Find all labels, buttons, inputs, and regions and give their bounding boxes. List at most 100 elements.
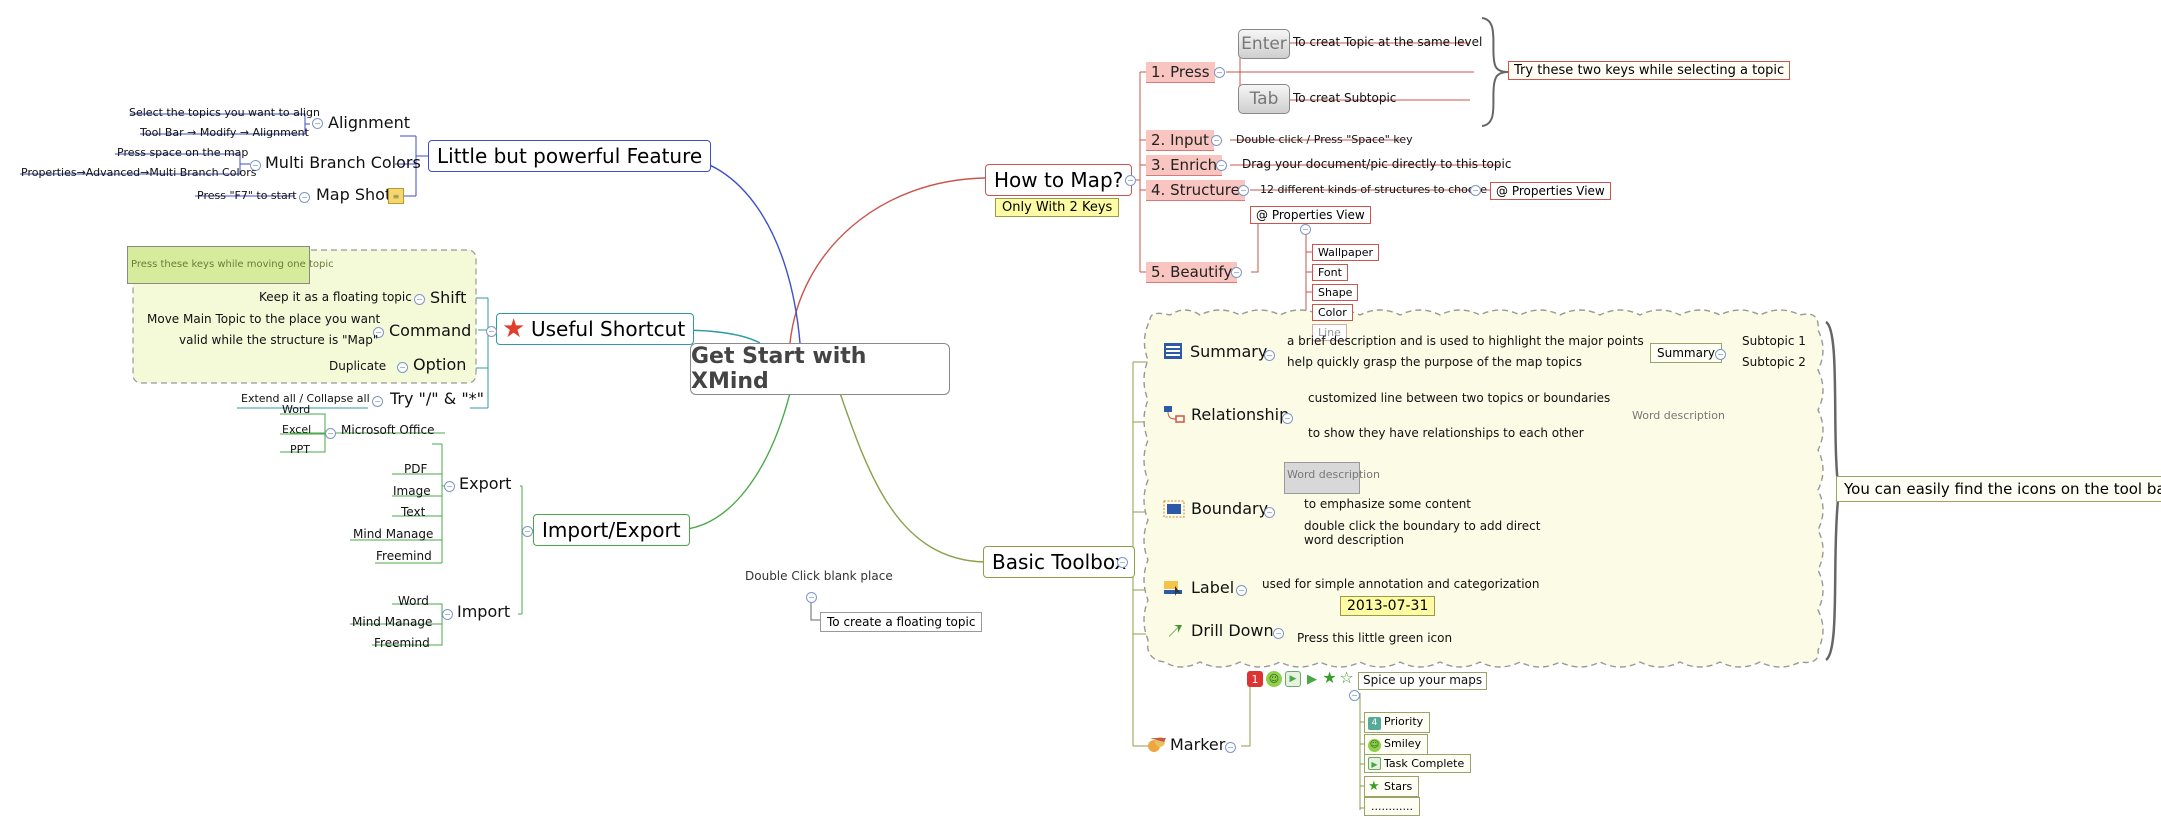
collapse-toggle[interactable]: − bbox=[444, 481, 455, 492]
collapse-toggle[interactable]: − bbox=[486, 326, 497, 337]
beautify-properties-view[interactable]: @ Properties View bbox=[1250, 206, 1371, 224]
topic-import[interactable]: Import bbox=[457, 602, 511, 621]
collapse-toggle[interactable]: − bbox=[1300, 224, 1311, 235]
collapse-toggle[interactable]: − bbox=[1231, 267, 1242, 278]
topic-import-export[interactable]: Import/Export bbox=[533, 514, 690, 546]
topic-boundary[interactable]: Boundary bbox=[1191, 499, 1269, 518]
topic-basic-toolbox[interactable]: Basic Toolbox bbox=[983, 546, 1136, 578]
topic-beautify[interactable]: 5. Beautify bbox=[1146, 262, 1238, 283]
label-icon bbox=[1163, 578, 1185, 598]
drill-down-icon bbox=[1166, 622, 1184, 640]
import-freemind[interactable]: Freemind bbox=[374, 636, 430, 650]
collapse-toggle[interactable]: − bbox=[1225, 742, 1236, 753]
export-ppt[interactable]: PPT bbox=[290, 443, 310, 456]
shift-description: Keep it as a floating topic bbox=[259, 290, 412, 304]
collapse-toggle[interactable]: − bbox=[1715, 349, 1726, 360]
beautify-shape[interactable]: Shape bbox=[1312, 284, 1359, 301]
note-try-keys[interactable]: Try these two keys while selecting a top… bbox=[1508, 61, 1791, 80]
collapse-toggle[interactable]: − bbox=[1264, 350, 1275, 361]
export-freemind[interactable]: Freemind bbox=[376, 549, 432, 563]
topic-summary[interactable]: Summary bbox=[1190, 342, 1268, 361]
topic-command[interactable]: Command bbox=[389, 321, 472, 340]
topic-drill-down[interactable]: Drill Down bbox=[1191, 621, 1274, 640]
structure-properties-view[interactable]: @ Properties View bbox=[1490, 182, 1611, 200]
collapse-toggle[interactable]: − bbox=[299, 192, 310, 203]
collapse-toggle[interactable]: − bbox=[1238, 185, 1249, 196]
collapse-toggle[interactable]: − bbox=[1236, 585, 1247, 596]
topic-map-shot[interactable]: Map Shot bbox=[316, 185, 392, 204]
import-word[interactable]: Word bbox=[398, 594, 429, 608]
topic-microsoft-office[interactable]: Microsoft Office bbox=[341, 423, 435, 437]
export-text[interactable]: Text bbox=[401, 505, 426, 519]
topic-little-feature[interactable]: Little but powerful Feature bbox=[428, 140, 712, 172]
beautify-font[interactable]: Font bbox=[1312, 264, 1348, 281]
collapse-toggle[interactable]: − bbox=[1216, 160, 1227, 171]
beautify-color[interactable]: Color bbox=[1312, 304, 1353, 321]
collapse-toggle[interactable]: − bbox=[414, 294, 425, 305]
collapse-toggle[interactable]: − bbox=[806, 592, 817, 603]
collapse-toggle[interactable]: − bbox=[1211, 135, 1222, 146]
topic-try-keys[interactable]: Try "/" & "*" bbox=[390, 389, 485, 408]
alignment-item-2: Tool Bar → Modify → Alignment bbox=[140, 126, 309, 139]
collapse-toggle[interactable]: − bbox=[1264, 507, 1275, 518]
subtopic-1[interactable]: Subtopic 1 bbox=[1742, 334, 1806, 348]
collapse-toggle[interactable]: − bbox=[1214, 67, 1225, 78]
multi-branch-item-1: Press space on the map bbox=[117, 146, 249, 159]
collapse-toggle[interactable]: − bbox=[1273, 628, 1284, 639]
export-excel[interactable]: Excel bbox=[282, 423, 312, 436]
central-topic[interactable]: Get Start with XMind bbox=[690, 343, 950, 395]
task-complete-icon: ▶ bbox=[1368, 757, 1381, 770]
import-mind-manage[interactable]: Mind Manage bbox=[352, 615, 433, 629]
collapse-toggle[interactable]: − bbox=[397, 362, 408, 373]
marker-more[interactable]: ............ bbox=[1364, 797, 1420, 816]
marker-task-complete[interactable]: ▶Task Complete bbox=[1364, 754, 1472, 773]
collapse-toggle[interactable]: − bbox=[522, 526, 533, 537]
topic-option[interactable]: Option bbox=[413, 355, 467, 374]
topic-input[interactable]: 2. Input bbox=[1146, 130, 1214, 151]
date-label[interactable]: 2013-07-31 bbox=[1340, 596, 1436, 616]
topic-shift[interactable]: Shift bbox=[430, 288, 467, 307]
topic-marker[interactable]: Marker bbox=[1170, 735, 1226, 754]
topic-alignment[interactable]: Alignment bbox=[328, 113, 410, 132]
export-mind-manage[interactable]: Mind Manage bbox=[353, 527, 434, 541]
marker-stars-label: Stars bbox=[1384, 780, 1413, 793]
beautify-line[interactable]: Line bbox=[1312, 324, 1347, 341]
collapse-toggle[interactable]: − bbox=[1470, 185, 1481, 196]
topic-relationship[interactable]: Relationship bbox=[1191, 405, 1290, 424]
topic-enrich[interactable]: 3. Enrich bbox=[1146, 155, 1223, 176]
summary-node[interactable]: Summary bbox=[1650, 343, 1722, 363]
topic-label[interactable]: Label bbox=[1191, 578, 1235, 597]
collapse-toggle[interactable]: − bbox=[325, 428, 336, 439]
export-pdf[interactable]: PDF bbox=[404, 462, 428, 476]
collapse-toggle[interactable]: − bbox=[442, 609, 453, 620]
topic-export[interactable]: Export bbox=[459, 474, 512, 493]
relationship-word-description[interactable]: Word description bbox=[1632, 409, 1725, 422]
collapse-toggle[interactable]: − bbox=[312, 118, 323, 129]
collapse-toggle[interactable]: − bbox=[1282, 413, 1293, 424]
collapse-toggle[interactable]: − bbox=[372, 396, 383, 407]
boundary-word-description[interactable]: Word description bbox=[1284, 462, 1380, 494]
floating-topic[interactable]: To create a floating topic bbox=[820, 612, 983, 632]
marker-smiley[interactable]: ☺Smiley bbox=[1364, 734, 1429, 755]
collapse-toggle[interactable]: − bbox=[373, 327, 384, 338]
shortcut-boundary-note[interactable]: Press these keys while moving one topic bbox=[127, 246, 334, 284]
topic-multi-branch-colors[interactable]: Multi Branch Colors bbox=[265, 153, 421, 172]
summary-item-1: a brief description and is used to highl… bbox=[1287, 334, 1644, 348]
collapse-toggle[interactable]: − bbox=[1125, 175, 1136, 186]
subtopic-2[interactable]: Subtopic 2 bbox=[1742, 355, 1806, 369]
topic-useful-shortcut[interactable]: ★Useful Shortcut bbox=[496, 313, 695, 345]
export-word[interactable]: Word bbox=[282, 403, 311, 416]
collapse-toggle[interactable]: − bbox=[250, 160, 261, 171]
callout-only-2-keys[interactable]: Only With 2 Keys bbox=[995, 198, 1120, 217]
collapse-toggle[interactable]: − bbox=[1117, 557, 1128, 568]
beautify-wallpaper[interactable]: Wallpaper bbox=[1312, 244, 1380, 261]
note-tool-bar[interactable]: You can easily find the icons on the too… bbox=[1836, 476, 2161, 502]
marker-stars[interactable]: ★Stars bbox=[1364, 776, 1420, 797]
collapse-toggle[interactable]: − bbox=[1349, 690, 1360, 701]
topic-structure[interactable]: 4. Structure bbox=[1146, 180, 1245, 201]
topic-press[interactable]: 1. Press bbox=[1146, 62, 1215, 83]
export-image[interactable]: Image bbox=[393, 484, 431, 498]
topic-how-to-map[interactable]: How to Map? bbox=[985, 164, 1133, 196]
